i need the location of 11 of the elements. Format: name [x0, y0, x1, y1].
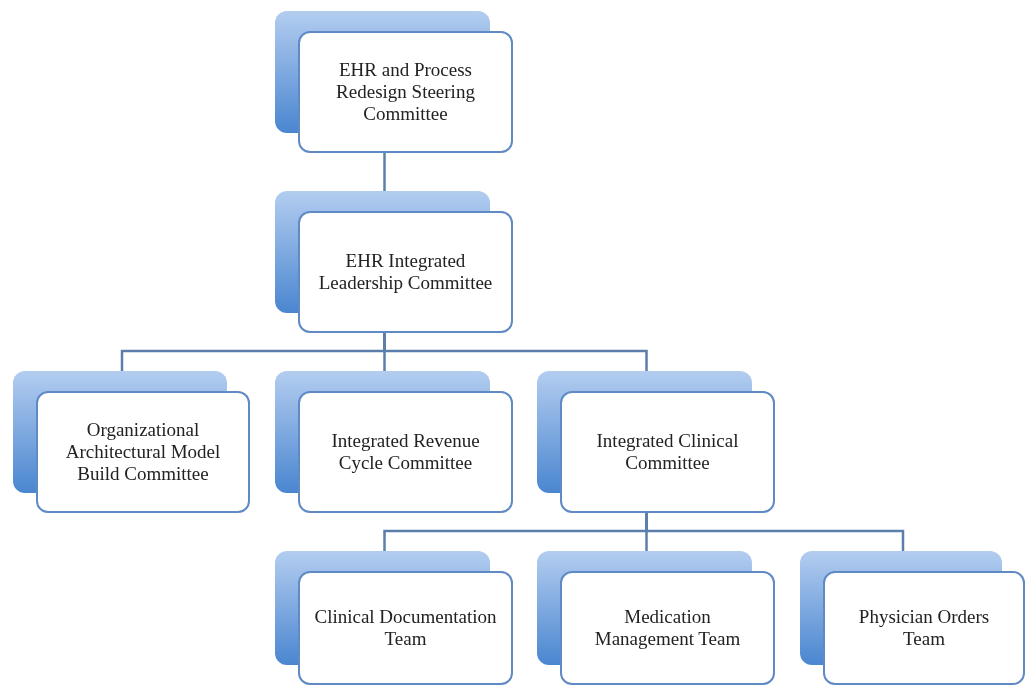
box-label: EHR and Process Redesign Steering Committee	[335, 59, 476, 125]
box-label: EHR Integrated Leadership Committee	[317, 250, 494, 294]
box-label: Medication Management Team	[593, 606, 742, 650]
box-label: Organizational Architectural Model Build Committee	[64, 419, 222, 485]
connector-line	[383, 333, 648, 371]
connector-line	[645, 513, 905, 551]
box-label: Physician Orders Team	[857, 606, 991, 650]
box-label: Integrated Clinical Committee	[595, 430, 740, 474]
box-label: Clinical Documentation Team	[314, 606, 497, 650]
box-label: Integrated Revenue Cycle Committee	[330, 430, 481, 474]
connector-line	[383, 153, 386, 191]
